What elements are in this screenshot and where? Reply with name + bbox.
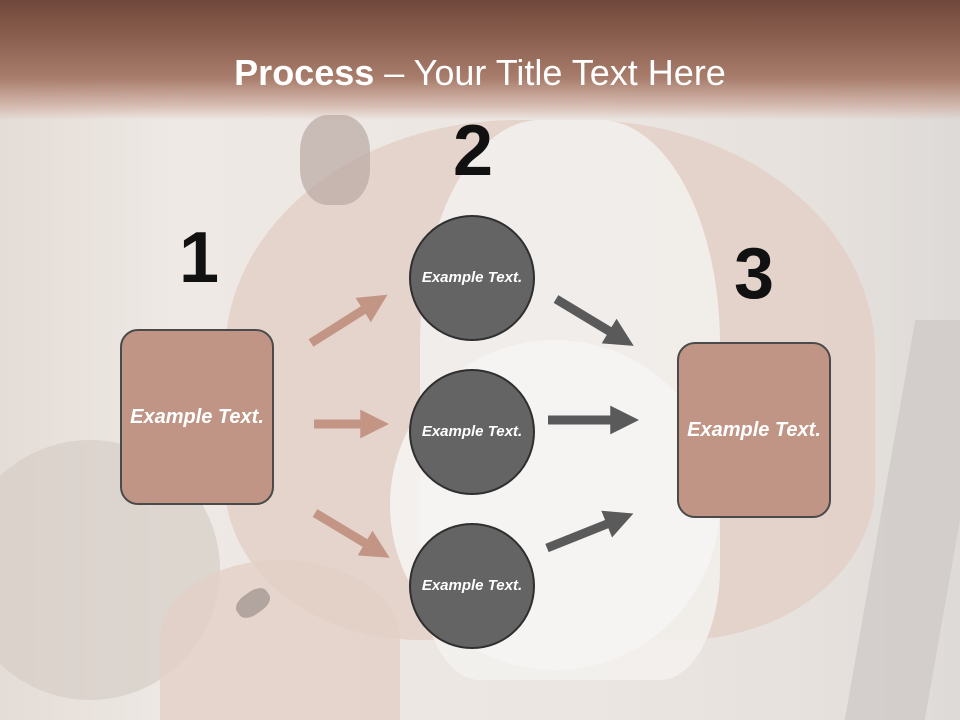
right-step-text: Example Text. bbox=[687, 418, 821, 441]
right-step-box: Example Text. bbox=[677, 342, 831, 518]
title-rest: – Your Title Text Here bbox=[374, 52, 726, 93]
slide-title: Process – Your Title Text Here bbox=[0, 52, 960, 94]
arrow-left-to-bottom bbox=[312, 509, 390, 558]
step-number-3: 3 bbox=[733, 234, 775, 314]
arrow-bottom-to-right bbox=[545, 510, 634, 553]
step-number-1: 1 bbox=[178, 218, 220, 298]
circle-bottom: Example Text. bbox=[409, 523, 535, 649]
circle-bottom-text: Example Text. bbox=[421, 577, 523, 595]
title-bar bbox=[0, 0, 960, 120]
left-step-box: Example Text. bbox=[120, 329, 274, 505]
left-step-text: Example Text. bbox=[130, 405, 264, 428]
arrow-top-to-right bbox=[553, 295, 634, 346]
step-number-2: 2 bbox=[452, 111, 494, 191]
circle-top-text: Example Text. bbox=[421, 269, 523, 287]
title-bold: Process bbox=[234, 52, 375, 93]
circle-top: Example Text. bbox=[409, 215, 535, 341]
arrow-left-to-top bbox=[308, 294, 388, 347]
circle-middle: Example Text. bbox=[409, 369, 535, 495]
circle-middle-text: Example Text. bbox=[421, 423, 523, 441]
